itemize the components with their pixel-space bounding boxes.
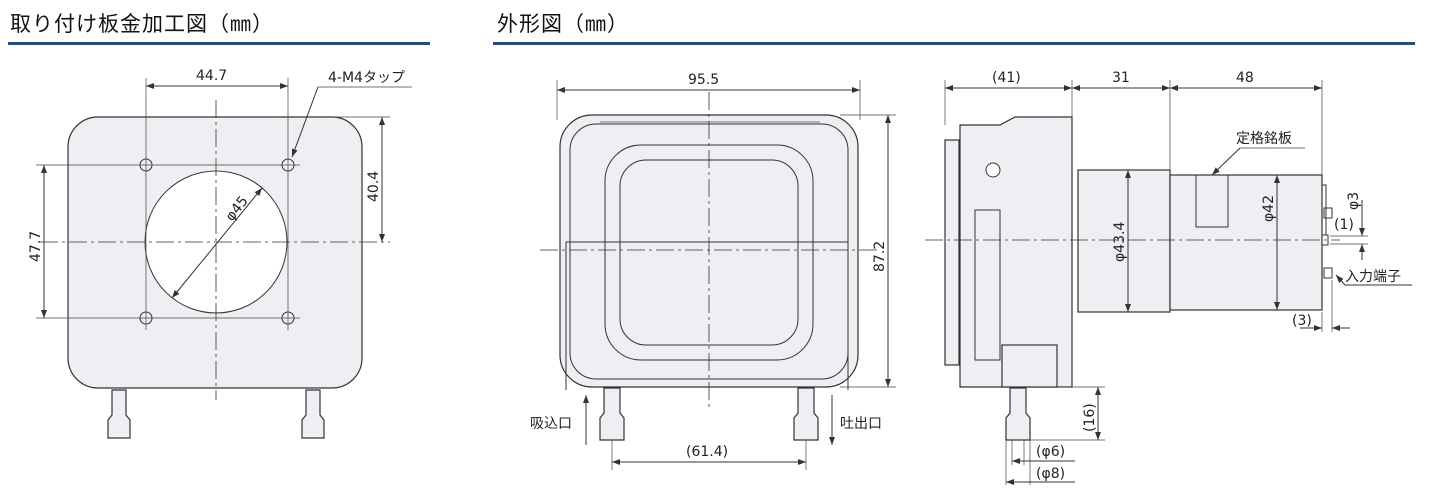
dim-pin-dia: φ3 <box>1346 192 1362 210</box>
dim-side-a: (41) <box>992 70 1021 86</box>
dim-width: 44.7 <box>196 68 227 84</box>
dim-side-c: 48 <box>1236 70 1254 86</box>
title-underline <box>8 42 430 45</box>
dim-body-dia: φ42 <box>1261 195 1277 222</box>
outline-drawing-title: 外形図（㎜） <box>497 12 629 36</box>
title-underline <box>493 42 1415 45</box>
tap-label: 4-M4タップ <box>328 70 405 86</box>
side-view-drawing <box>925 80 1412 485</box>
dim-nozzle-in: (φ6) <box>1036 444 1065 460</box>
dim-height: 47.7 <box>28 231 44 262</box>
terminal-label: 入力端子 <box>1345 269 1401 285</box>
dim-height-half: 40.4 <box>366 171 382 202</box>
nameplate-label: 定格銘板 <box>1236 131 1292 147</box>
dim-side-b: 31 <box>1112 70 1130 86</box>
inlet-label: 吸込口 <box>530 416 572 432</box>
dim-front-width: 95.5 <box>688 72 719 88</box>
dim-front-height: 87.2 <box>872 241 888 272</box>
mounting-plate-title: 取り付け板金加工図（㎜） <box>10 12 274 36</box>
dim-nozzle-len: (16) <box>1082 403 1098 432</box>
outlet-label: 吐出口 <box>840 416 882 432</box>
dim-pin-len: (1) <box>1334 217 1354 233</box>
dim-nozzle-pitch: (61.4) <box>686 444 728 460</box>
dim-nozzle-out: (φ8) <box>1036 466 1065 482</box>
dim-motor-dia: φ43.4 <box>1112 222 1128 263</box>
front-view-drawing <box>540 80 896 470</box>
mounting-plate-drawing <box>36 78 412 439</box>
dim-terminal-offset: (3) <box>1292 313 1312 329</box>
